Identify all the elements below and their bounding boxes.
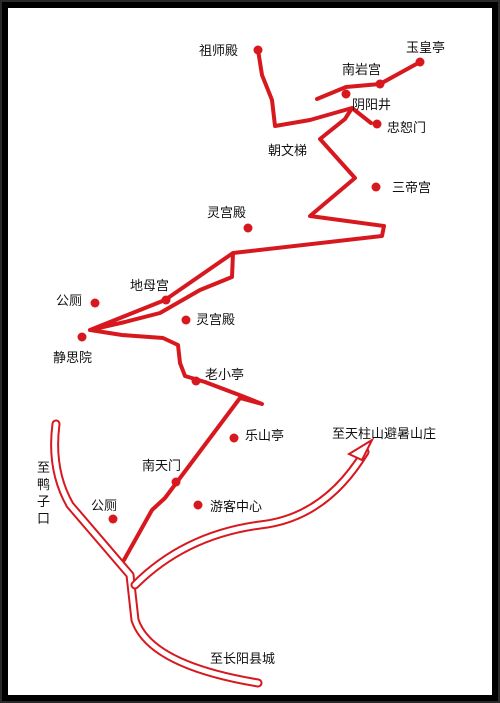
place-label: 南岩宫 [342, 62, 381, 78]
place-marker-icon [229, 433, 239, 443]
place-chaowenti: 朝文梯 [268, 144, 307, 159]
place-label: 南天门 [142, 458, 181, 474]
place-label: 静思院 [53, 351, 92, 366]
direction-char-3: 子 [37, 495, 50, 510]
place-dimugong: 地母宫 [130, 279, 171, 305]
place-youkezhongxin: 游客中心 [193, 499, 262, 515]
place-label: 玉皇亭 [406, 40, 445, 56]
place-marker-icon [375, 79, 385, 89]
place-zhongshumen: 忠恕门 [372, 119, 426, 136]
place-laoxiaoting: 老小亭 [191, 367, 244, 386]
place-nantianmen: 南天门 [142, 458, 181, 487]
place-label: 三帝宫 [392, 180, 431, 196]
direction-char-1: 至 [37, 461, 50, 476]
place-marker-icon [181, 315, 191, 325]
road-tianzhushan [130, 437, 375, 590]
place-marker-icon [90, 298, 100, 308]
place-label: 灵宫殿 [196, 313, 235, 328]
place-marker-icon [161, 295, 171, 305]
place-leshanting: 乐山亭 [229, 428, 284, 444]
place-zushidian: 祖师殿 [199, 44, 263, 59]
place-label: 朝文梯 [268, 144, 307, 159]
place-marker-icon [372, 119, 382, 129]
place-label: 忠恕门 [387, 121, 426, 136]
place-marker-icon [191, 376, 201, 386]
place-marker-icon [108, 514, 118, 524]
places-layer: 祖师殿玉皇亭南岩宫阴阳井忠恕门朝文梯三帝宫灵宫殿地母宫公厕灵宫殿静思院老小亭乐山… [53, 40, 445, 524]
arrow-tianzhushan-icon [346, 437, 375, 462]
place-label: 老小亭 [205, 367, 244, 383]
direction-char-4: 口 [37, 512, 50, 527]
place-linggongdian2: 灵宫殿 [181, 313, 235, 328]
place-jingsiyuan: 静思院 [53, 332, 92, 366]
place-marker-icon [193, 500, 203, 510]
place-marker-icon [243, 223, 253, 233]
direction-label-yazikou: 至 鸭 子 口 [37, 461, 50, 527]
place-marker-icon [371, 182, 381, 192]
map-canvas [8, 8, 492, 695]
road-yazikou [50, 419, 263, 688]
place-label: 公厕 [56, 294, 82, 309]
place-marker-icon [415, 57, 425, 67]
trail-main [88, 48, 422, 562]
place-gongce2: 公厕 [91, 499, 118, 524]
place-label: 地母宫 [130, 279, 169, 294]
place-yinyangjing: 阴阳井 [341, 89, 391, 113]
place-label: 阴阳井 [352, 98, 391, 113]
place-label: 公厕 [91, 499, 117, 514]
place-yuhuangting: 玉皇亭 [406, 40, 445, 67]
direction-label-changyang: 至长阳县城 [210, 652, 275, 667]
place-linggongdian1: 灵宫殿 [207, 206, 253, 233]
place-marker-icon [77, 332, 87, 342]
place-gongce1: 公厕 [56, 294, 100, 309]
place-label: 祖师殿 [199, 44, 238, 59]
direction-char-2: 鸭 [37, 478, 50, 493]
place-label: 乐山亭 [245, 428, 284, 444]
place-nanyangong: 南岩宫 [342, 62, 385, 89]
place-marker-icon [253, 45, 263, 55]
place-sandigong: 三帝宫 [371, 180, 431, 196]
place-marker-icon [341, 89, 351, 99]
place-marker-icon [171, 477, 181, 487]
direction-label-tianzhushan: 至天柱山避暑山庄 [332, 426, 436, 442]
place-label: 灵宫殿 [207, 206, 246, 221]
place-label: 游客中心 [210, 499, 262, 515]
